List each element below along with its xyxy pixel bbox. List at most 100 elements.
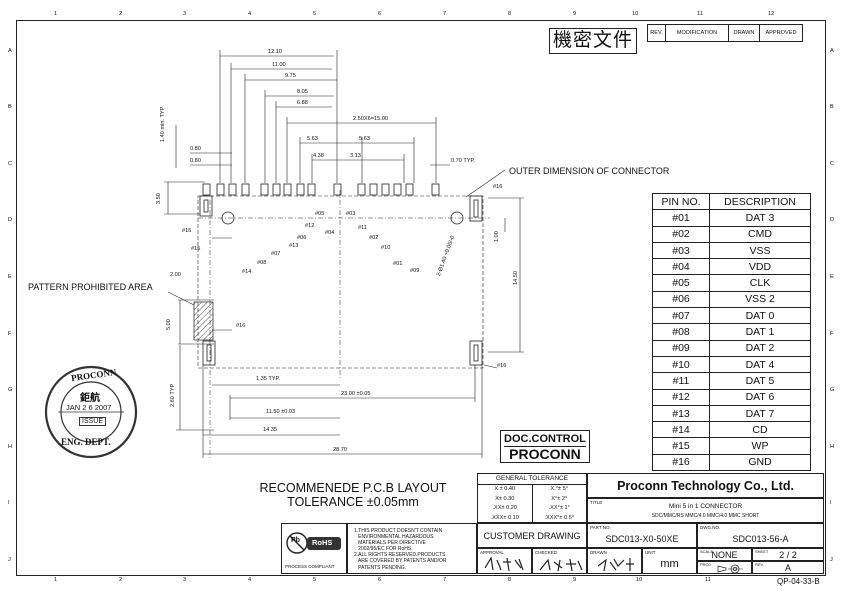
grid-row-label: D: [830, 217, 835, 223]
doc-control-company: PROCONN: [509, 446, 581, 462]
pin-callout: #09: [410, 268, 420, 274]
desc-cell: VSS: [709, 241, 811, 260]
pin-cell: #07: [652, 307, 710, 325]
grid-col-label: 9: [573, 11, 577, 17]
dim-3-50: 3.50: [156, 193, 162, 204]
desc-cell: DAT 6: [709, 388, 811, 406]
drawing-frame: [16, 20, 826, 576]
pin-cell: #05: [652, 274, 710, 292]
grid-row-label: J: [830, 557, 833, 563]
note-line: 2.ALL RIGHTS RESERVED.PRODUCTS: [354, 552, 446, 559]
desc-cell: CLK: [709, 274, 811, 292]
pin-callout: #08: [257, 260, 267, 266]
product-subtitle: SDC/MMC/RS MMC/4.0 MMC/4.0 MMC SHORT: [651, 513, 760, 519]
grid-col-label: 3: [183, 577, 187, 583]
dim-2-60-typ: 2.60 TYP: [170, 383, 176, 407]
pin-callout: #12: [305, 223, 315, 229]
stamp-chinese-text: 鉅航: [80, 393, 100, 404]
pin-callout: #03: [346, 211, 356, 217]
grid-col-label: 1: [54, 11, 58, 17]
customer-drawing-label: CUSTOMER DRAWING: [477, 523, 587, 548]
pin-callout: #15: [191, 246, 201, 252]
pb-text: Pb: [291, 537, 300, 544]
dwg-no-label: DWG.NO.: [700, 525, 721, 530]
part-no-box: PART NO. SDC013-X0-50XE: [587, 523, 697, 548]
rohs-logo-icon: [286, 532, 341, 554]
desc-cell: DAT 0: [709, 307, 811, 325]
note-line: PATENTS PENDING.: [354, 564, 407, 571]
dim-3-13: 3.13: [350, 153, 361, 159]
grid-row-label: I: [830, 500, 832, 506]
approval-signature-icon: [484, 556, 524, 572]
dim-2-00: 2.00: [170, 272, 181, 278]
grid-row-label: F: [830, 331, 834, 337]
grid-row-label: C: [8, 161, 13, 167]
grid-col-label: 9: [573, 577, 577, 583]
revision-table: REV. MODIFICATION DRAWN APPROVED: [647, 24, 803, 42]
rohs-box: Pb RoHS PROCESS COMPLIANT: [281, 523, 347, 574]
desc-cell: DAT 4: [709, 355, 811, 374]
tol-linear: .XXX± 0.10: [478, 513, 533, 523]
grid-col-label: 6: [378, 577, 382, 583]
dim-14-35: 14.35: [263, 427, 277, 433]
dim-12-10: 12.10: [268, 49, 282, 55]
outer-dimension-label: OUTER DIMENSION OF CONNECTOR: [509, 166, 670, 176]
note-line: ARE COVERED BY PATENTS AND/OR: [354, 558, 447, 565]
rev-header: REV.: [647, 24, 666, 42]
grid-col-label: 8: [508, 577, 512, 583]
pin-cell: #16: [652, 453, 710, 472]
tolerance-note: TOLERANCE ±0.05mm: [287, 495, 419, 509]
scale-label: SCALE: [700, 549, 714, 554]
desc-cell: DAT 3: [709, 209, 811, 227]
dim-28-70: 28.70: [333, 447, 347, 453]
tol-angular: .XX°± 1°: [548, 505, 570, 511]
part-no-label: PART NO.: [590, 525, 611, 530]
sheet-label: SHEET: [755, 549, 769, 554]
drawn-signature-icon: [597, 558, 634, 572]
rohs-text: RoHS: [312, 538, 333, 547]
dim-11-00: 11.00: [272, 62, 286, 68]
dim-0-80-a: 0.80: [190, 146, 201, 152]
scale-value: NONE: [711, 550, 738, 560]
grid-col-label: 5: [313, 11, 317, 17]
dim-0-70-typ: 0.70 TYP.: [451, 158, 476, 164]
grid-col-label: 5: [313, 577, 317, 583]
desc-cell: GND: [709, 453, 811, 472]
grid-col-label: 4: [248, 577, 252, 583]
dwg-no-box: DWG.NO. SDC013-56-A: [697, 523, 824, 548]
note-line: 2002/95/EC FOR RoHS.: [354, 546, 413, 553]
pin-cell: #13: [652, 404, 710, 423]
title-label: TITLE: [590, 500, 603, 505]
pin-cell: #10: [652, 355, 710, 374]
pin-cell: #12: [652, 388, 710, 406]
pin-callout: #04: [325, 230, 335, 236]
tol-angular: X.°± 5°: [550, 486, 569, 492]
stamp-circles: [44, 365, 138, 459]
description-header: DESCRIPTION: [709, 192, 811, 211]
approval-box: APPROVAL: [477, 548, 532, 574]
dim-5-00: 5.00: [166, 319, 172, 330]
sheet-box: SHEET 2 / 2: [752, 548, 824, 561]
pattern-prohibited-label: PATTERN PROHIBITED AREA: [28, 282, 153, 292]
dim-11-50: 11.50 ±0.03: [266, 409, 296, 415]
proj-label: PROJ.: [700, 562, 712, 567]
rev-value: A: [784, 563, 791, 573]
rohs-caption: PROCESS COMPLIANT: [285, 564, 335, 569]
pin-callout: #06: [297, 235, 307, 241]
grid-row-label: J: [8, 557, 11, 563]
pin-callout: #07: [271, 251, 281, 257]
grid-row-label: B: [830, 104, 834, 110]
pin-callout: #13: [289, 243, 299, 249]
general-tolerance-title: GENERAL TOLERANCE: [478, 474, 586, 485]
doc-code: QP-04-33-B: [777, 577, 820, 586]
grid-col-label: 2: [119, 11, 123, 17]
